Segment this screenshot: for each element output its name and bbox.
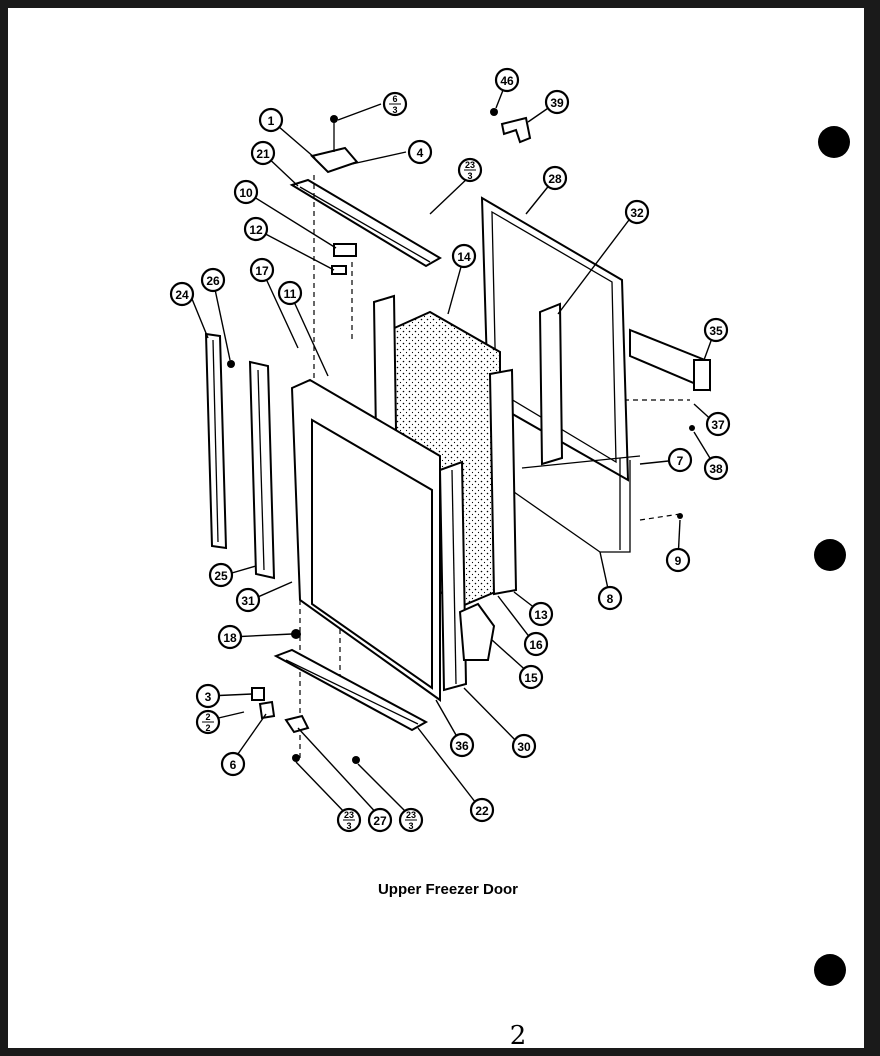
page-mark: 2 bbox=[510, 1021, 527, 1051]
fraction-callout-f23a: 233 bbox=[457, 157, 483, 183]
callout-c38: 38 bbox=[703, 455, 729, 481]
door-strip bbox=[227, 360, 276, 580]
hinge-top bbox=[310, 115, 359, 174]
door-block bbox=[458, 602, 496, 661]
callout-label: 24 bbox=[175, 288, 189, 302]
callout-label: 26 bbox=[206, 274, 220, 288]
binder-holes bbox=[814, 126, 850, 986]
hinge-bottom bbox=[251, 513, 683, 764]
callout-label: 32 bbox=[630, 206, 644, 220]
callout-label: 30 bbox=[517, 740, 531, 754]
callout-label: 16 bbox=[529, 638, 543, 652]
fraction-top: 6 bbox=[392, 94, 397, 104]
callout-c10: 10 bbox=[233, 179, 259, 205]
callout-c30: 30 bbox=[511, 733, 537, 759]
callout-label: 39 bbox=[550, 96, 564, 110]
callout-c26: 26 bbox=[200, 267, 226, 293]
fraction-top: 23 bbox=[344, 810, 354, 820]
callout-c18: 18 bbox=[217, 624, 243, 650]
callout-c7: 7 bbox=[667, 447, 693, 473]
side-rail bbox=[438, 460, 468, 692]
callout-label: 4 bbox=[417, 146, 424, 160]
fraction-bottom: 3 bbox=[392, 105, 397, 115]
callout-label: 22 bbox=[475, 804, 489, 818]
fraction-top: 23 bbox=[406, 810, 416, 820]
door-panel bbox=[290, 378, 441, 702]
breaker-strips bbox=[372, 294, 564, 596]
callout-label: 18 bbox=[223, 631, 237, 645]
callout-label: 12 bbox=[249, 223, 263, 237]
callout-label: 25 bbox=[214, 569, 228, 583]
callout-c4: 4 bbox=[407, 139, 433, 165]
fraction-bottom: 3 bbox=[346, 821, 351, 831]
callout-label: 9 bbox=[675, 554, 682, 568]
callout-c14: 14 bbox=[451, 243, 477, 269]
callout-label: 3 bbox=[205, 690, 212, 704]
callout-c35: 35 bbox=[703, 317, 729, 343]
callout-c8: 8 bbox=[597, 585, 623, 611]
latch-assembly bbox=[490, 108, 532, 144]
callout-label: 14 bbox=[457, 250, 471, 264]
callout-c28: 28 bbox=[542, 165, 568, 191]
callout-c36: 36 bbox=[449, 732, 475, 758]
callout-label: 35 bbox=[709, 324, 723, 338]
callout-c24: 24 bbox=[169, 281, 195, 307]
callout-label: 28 bbox=[548, 172, 562, 186]
door-gasket bbox=[513, 455, 641, 553]
fraction-callout-f23c: 233 bbox=[398, 807, 424, 833]
callout-label: 15 bbox=[524, 671, 538, 685]
callout-label: 38 bbox=[709, 462, 723, 476]
door-trim-left bbox=[204, 332, 228, 550]
callout-c25: 25 bbox=[208, 562, 234, 588]
callout-c3: 3 bbox=[195, 683, 221, 709]
callout-c31: 31 bbox=[235, 587, 261, 613]
bottom-channel bbox=[273, 648, 429, 732]
callout-label: 36 bbox=[455, 739, 469, 753]
fraction-top: 2 bbox=[205, 712, 210, 722]
callout-c37: 37 bbox=[705, 411, 731, 437]
diagram-caption: Upper Freezer Door bbox=[378, 881, 518, 898]
callout-label: 1 bbox=[268, 114, 275, 128]
callout-c17: 17 bbox=[249, 257, 275, 283]
callout-label: 10 bbox=[239, 186, 253, 200]
callout-label: 37 bbox=[711, 418, 725, 432]
callout-label: 27 bbox=[373, 814, 387, 828]
callout-label: 17 bbox=[255, 264, 269, 278]
fraction-bottom: 3 bbox=[408, 821, 413, 831]
callout-c12: 12 bbox=[243, 216, 269, 242]
fraction-bottom: 2 bbox=[205, 723, 210, 733]
callout-label: 7 bbox=[677, 454, 684, 468]
fraction-callout-f22: 22 bbox=[195, 709, 221, 735]
cam-bracket bbox=[331, 243, 357, 275]
top-channel bbox=[289, 178, 442, 268]
callout-c22: 22 bbox=[469, 797, 495, 823]
callout-label: 11 bbox=[284, 287, 297, 301]
callout-c46: 46 bbox=[494, 67, 520, 93]
callout-label: 21 bbox=[256, 147, 270, 161]
callout-c39: 39 bbox=[544, 89, 570, 115]
callout-c13: 13 bbox=[528, 601, 554, 627]
callout-c6: 6 bbox=[220, 751, 246, 777]
fraction-bottom: 3 bbox=[467, 171, 472, 181]
callout-c32: 32 bbox=[624, 199, 650, 225]
callout-c11: 11 bbox=[277, 280, 303, 306]
top-rail-right bbox=[629, 328, 711, 431]
callout-label: 8 bbox=[607, 592, 614, 606]
fraction-callout-f63: 63 bbox=[382, 91, 408, 117]
callout-c27: 27 bbox=[367, 807, 393, 833]
callout-c15: 15 bbox=[518, 664, 544, 690]
callout-label: 31 bbox=[241, 594, 255, 608]
fraction-callout-f23b: 233 bbox=[336, 807, 362, 833]
callout-label: 6 bbox=[230, 758, 237, 772]
fraction-top: 23 bbox=[465, 160, 475, 170]
callout-c9: 9 bbox=[665, 547, 691, 573]
callout-c1: 1 bbox=[258, 107, 284, 133]
callout-c21: 21 bbox=[250, 140, 276, 166]
callout-label: 46 bbox=[500, 74, 514, 88]
callout-c16: 16 bbox=[523, 631, 549, 657]
callout-label: 13 bbox=[534, 608, 548, 622]
